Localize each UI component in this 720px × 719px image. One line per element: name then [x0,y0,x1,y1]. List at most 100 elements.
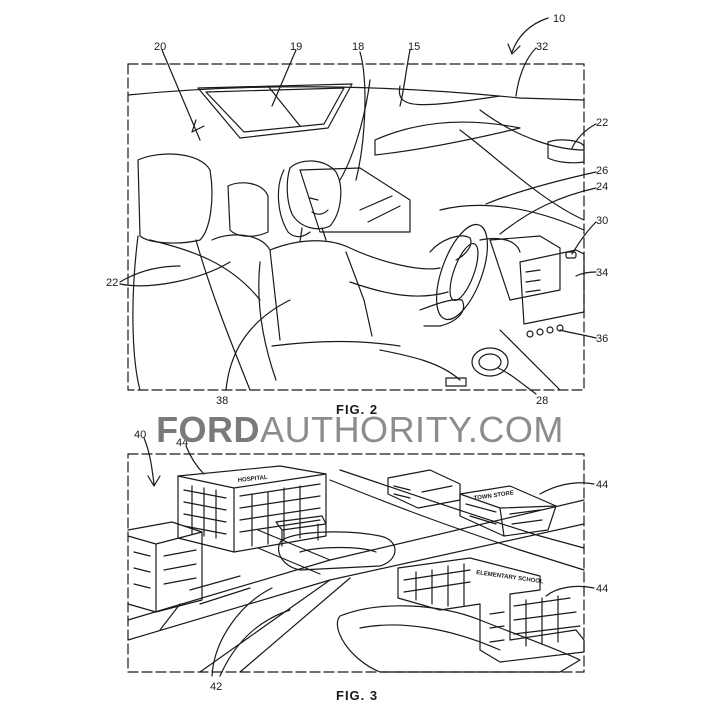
fig3-frame [127,453,585,673]
ref-36: 36 [596,333,608,345]
leader-22-right [571,123,597,149]
school-sign: ELEMENTARY SCHOOL [476,570,544,585]
seatbelt [345,251,373,337]
window-glare [359,195,401,223]
rear-seat-cushion [149,239,261,301]
driver-neck [299,227,327,243]
school-window-cols [415,563,559,647]
sunroof-glass [205,87,345,133]
knob-1 [526,330,534,338]
driver-hand-bottom [419,299,465,327]
leader-15 [399,49,411,107]
leader-20 [161,49,201,141]
parking-lot-2-inner [359,624,501,651]
left-building-windows [133,549,197,589]
leader-26 [485,171,597,205]
side-window [299,167,411,233]
ref-44-a: 44 [176,437,188,449]
leader-32 [515,47,537,97]
driver-hair [277,169,311,238]
school-building [397,557,585,663]
ref-24: 24 [596,181,608,193]
leader-44-c [545,585,595,597]
parking-lot-2 [336,605,581,673]
fig2-frame [127,63,585,391]
road-cross-1 [199,579,331,673]
ref-44-c: 44 [596,583,608,595]
watermark-brand: FORD [156,409,261,450]
ref-44-b: 44 [596,479,608,491]
leader-38 [225,299,291,391]
hospital-windows-right [239,483,321,533]
store-2-windows [465,503,543,525]
ref-40: 40 [134,429,146,441]
store-sign: TOWN STORE [473,490,514,502]
leader-40 [143,437,161,487]
steering-wheel [435,223,489,321]
display-buttons [525,269,541,293]
rear-seat-left [132,235,141,391]
vent-28-inner [478,353,502,371]
parking-lot-1-inner [299,546,377,553]
ref-22-left: 22 [106,277,118,289]
dash-panel [489,235,561,301]
hospital-window-cols [191,485,301,547]
leader-44-b [539,482,595,495]
center-console [379,349,467,387]
rearview-mirror [547,139,585,164]
ref-10: 10 [553,13,565,25]
leader-19 [271,49,297,107]
ref-15: 15 [408,41,420,53]
ref-18: 18 [352,41,364,53]
sensor-30 [565,251,577,259]
driver-arm-upper [349,281,449,297]
left-building [127,521,203,613]
fig2-caption: FIG. 2 [336,402,378,417]
overhead-console [398,85,501,106]
leader-18 [355,51,366,181]
ref-38: 38 [216,395,228,407]
ref-34: 34 [596,267,608,279]
driver-head [286,160,342,230]
road-upper-2 [339,469,585,549]
headrest-left [137,153,213,244]
leader-34 [575,271,597,277]
ref-26: 26 [596,165,608,177]
ref-22-right: 22 [596,117,608,129]
fig3-caption: FIG. 3 [336,688,378,703]
driver-lap [271,340,401,347]
leader-30 [571,221,597,255]
store-2-edges [459,493,557,537]
knob-3 [546,326,554,334]
driver-hand-top [429,235,472,261]
hospital-edges [177,473,327,553]
leader-42-b [219,609,291,677]
dashboard-top [439,204,585,231]
leader-44-a [185,445,205,475]
road-marks [159,575,251,631]
knob-4 [556,324,564,332]
ref-20: 20 [154,41,166,53]
leader-22-left [119,261,231,287]
hospital-windows-left [183,489,227,535]
sunroof [197,83,353,139]
left-building-edges [127,531,203,613]
ref-42: 42 [210,681,222,693]
leader-10 [507,17,549,55]
steering-hub [449,243,479,301]
driver-back [258,261,277,381]
leader-42-a [211,587,273,677]
fig2-drawing [119,17,597,395]
hospital-canopy [275,515,327,547]
driver-shoulder [269,240,441,270]
ref-30: 30 [596,215,608,227]
rear-seat-left-edge [195,239,251,391]
leader-24 [499,187,597,235]
vent-28 [471,347,509,377]
watermark-site: AUTHORITY.COM [260,409,564,450]
windshield-edge [459,129,585,221]
road-upper-1 [329,479,585,571]
leader-28 [497,367,537,395]
